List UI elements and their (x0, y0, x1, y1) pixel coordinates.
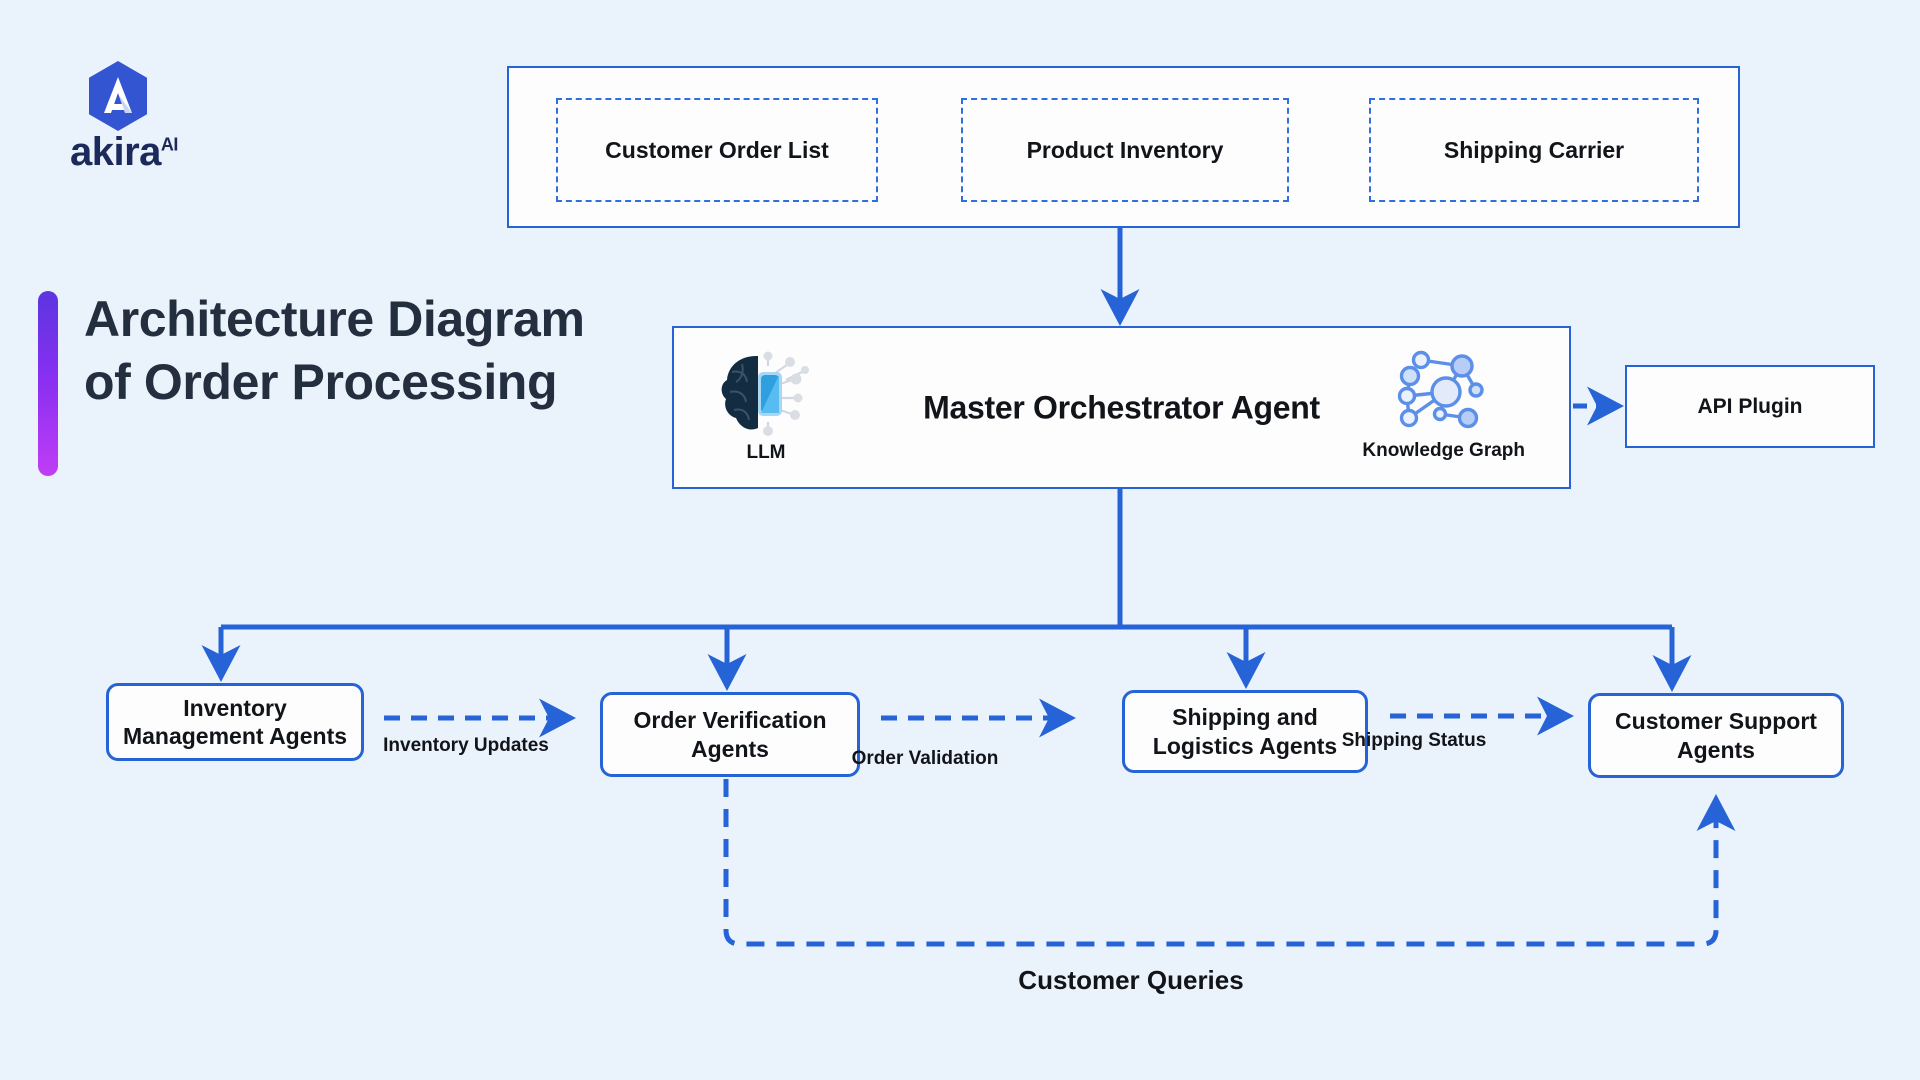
edge-label-order-validation: Order Validation (851, 748, 999, 769)
data-sources-container: Customer Order List Product Inventory Sh… (507, 66, 1740, 228)
agent-box-order-verification[interactable]: Order Verification Agents (600, 692, 860, 777)
knowledge-graph-icon (1397, 350, 1484, 429)
master-orchestrator-box[interactable]: LLM Master Orchestrator Agent (672, 326, 1571, 489)
api-plugin-box[interactable]: API Plugin (1625, 365, 1875, 448)
page-title: Architecture Diagram of Order Processing (84, 291, 585, 410)
brand-wordmark: akiraAI (70, 132, 178, 172)
brand-superscript: AI (160, 134, 179, 155)
edge-label-inventory-updates: Inventory Updates (383, 735, 549, 756)
llm-icon-slot: LLM (718, 350, 814, 464)
llm-brain-chip-icon (721, 351, 809, 436)
brand-name: akira (70, 130, 161, 174)
knowledge-graph-caption: Knowledge Graph (1362, 440, 1525, 461)
source-box-shipping-carrier[interactable]: Shipping Carrier (1369, 98, 1699, 202)
llm-caption: LLM (746, 442, 786, 463)
source-box-customer-order-list[interactable]: Customer Order List (556, 98, 878, 202)
knowledge-graph-icon-slot: Knowledge Graph (1362, 346, 1525, 462)
title-accent-bar (38, 291, 58, 476)
agent-box-shipping-logistics[interactable]: Shipping and Logistics Agents (1122, 690, 1368, 773)
brand-logo: akiraAI (70, 60, 290, 172)
wire-customer-queries-loop (723, 779, 1736, 947)
agent-box-inventory-management[interactable]: Inventory Management Agents (106, 683, 364, 761)
page-title-block: Architecture Diagram of Order Processing (38, 288, 585, 476)
akira-hexagon-logo-icon (89, 61, 147, 131)
agent-box-customer-support[interactable]: Customer Support Agents (1588, 693, 1844, 778)
edge-label-shipping-status: Shipping Status (1341, 730, 1487, 751)
edge-label-customer-queries: Customer Queries (1018, 965, 1244, 995)
source-box-product-inventory[interactable]: Product Inventory (961, 98, 1289, 202)
orchestrator-title: Master Orchestrator Agent (923, 389, 1320, 425)
